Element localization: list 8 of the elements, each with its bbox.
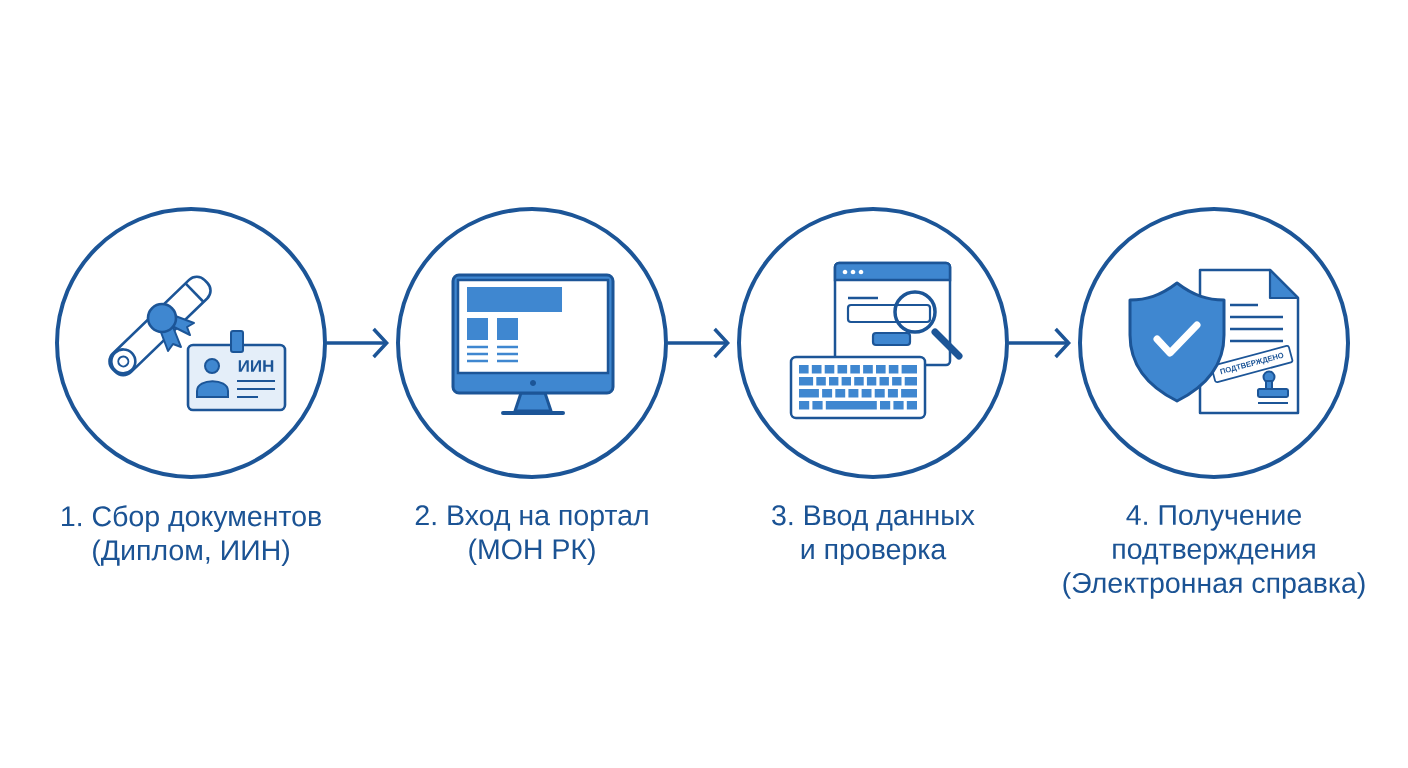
step-caption: 4. Получение подтверждения (Электронная справка) xyxy=(1063,505,1365,599)
card-text: ИИН xyxy=(238,360,274,372)
arrow xyxy=(668,327,730,359)
step-caption: 3. Ввод данных и проверка xyxy=(772,505,975,565)
arrow xyxy=(327,327,389,359)
step-caption: 1. Сбор документов (Диплом, ИИН) xyxy=(62,505,321,566)
arrow xyxy=(1009,327,1071,359)
step-caption: 2. Вход на портал (МОН РК) xyxy=(415,505,648,565)
